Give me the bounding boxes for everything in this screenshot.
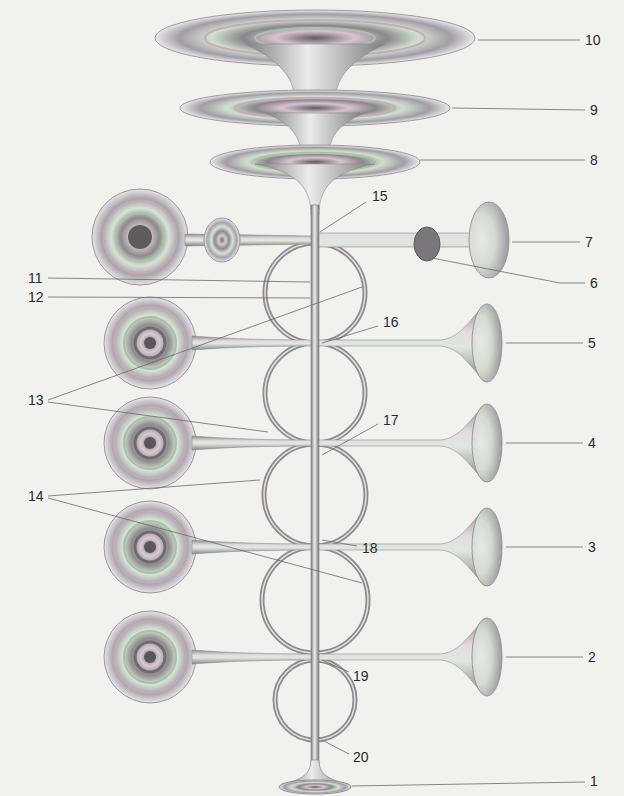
leader-line [452,108,585,110]
branch-arm [92,189,509,285]
leader-line [322,660,349,672]
branch-arm [104,297,502,389]
callout-number: 14 [28,488,44,504]
leader-line [506,547,583,548]
knot [204,218,240,262]
callout-number: 16 [383,314,399,330]
spine [311,205,319,770]
callout-number: 3 [588,539,596,555]
leader-line [478,40,580,41]
leader-line [320,202,366,232]
leader-line [322,740,349,754]
leader-lines [48,40,585,786]
leader-line [352,782,585,786]
leader-line [48,297,310,298]
callout-number: 11 [28,270,43,286]
top-discs [155,10,475,215]
leader-line [48,402,268,432]
leader-line [48,480,260,496]
branch-arm [104,501,502,593]
leader-line [48,287,362,400]
leader-line [322,424,378,455]
disc-ring [116,213,164,261]
right-stem [318,204,484,276]
leader-line [48,278,310,282]
leader-line [48,498,362,583]
leader-line [432,258,585,283]
callout-number: 18 [362,540,378,556]
leader-line [420,160,585,161]
callout-number: 7 [585,234,593,250]
callout-number: 13 [28,392,44,408]
callout-number: 17 [383,412,399,428]
branch-arm [104,611,502,703]
callout-number: 20 [353,749,369,765]
front-disc [92,189,188,285]
callout-number: 6 [590,275,598,291]
leader-line [506,443,583,444]
leader-line [512,242,580,243]
callout-number: 19 [353,668,369,684]
branch-arm [104,397,502,489]
callout-number: 9 [590,102,598,118]
disc-core [128,225,152,249]
base-disc [279,780,351,794]
callout-number: 15 [372,188,388,204]
callout-number: 2 [588,649,596,665]
callout-number: 4 [588,435,596,451]
leader-line [506,657,583,658]
leader-line [322,540,357,546]
knot [414,227,440,261]
callout-number: 8 [590,152,598,168]
disc-ring [104,201,176,273]
callout-number: 5 [588,335,596,351]
callout-number: 1 [590,773,598,789]
callout-number: 10 [585,32,601,48]
leader-line [506,343,583,344]
leader-line [322,326,378,343]
callout-number: 12 [28,289,44,305]
